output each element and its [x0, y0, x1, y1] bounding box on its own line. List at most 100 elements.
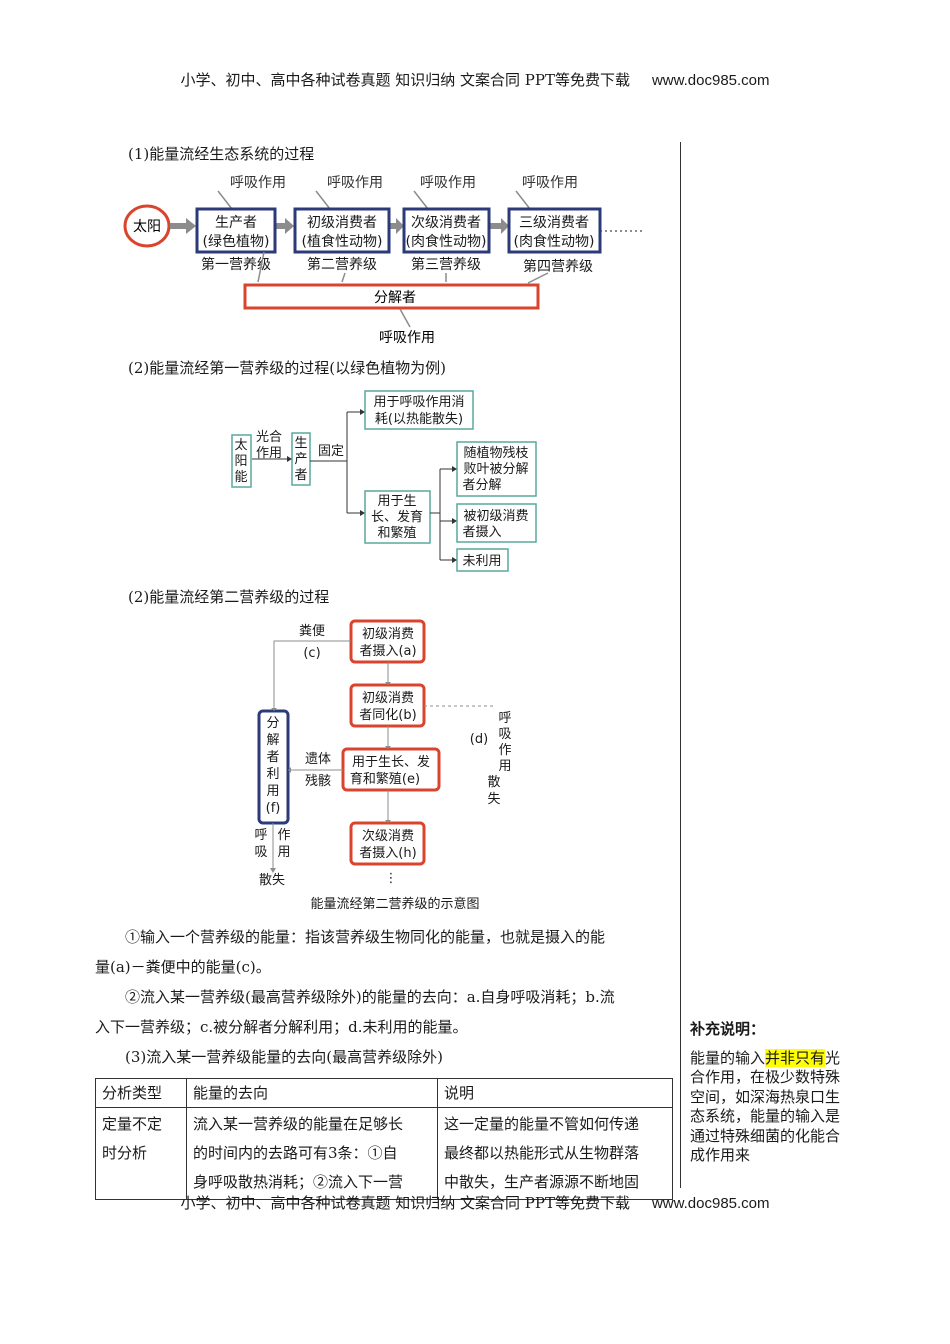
box-producer [195, 207, 277, 254]
litter-1: 随植物残枝 [463, 446, 528, 461]
next-1: 次级消费 [362, 828, 414, 844]
box-secondary-desc: (肉食性动物) [406, 233, 487, 250]
intake-2: 者摄入(a) [359, 644, 416, 659]
resp-arrow-1 [217, 190, 233, 210]
assim-1: 初级消费 [362, 691, 414, 706]
level-2: 第二营养级 [307, 256, 377, 273]
box-producer-name: 生产者 [215, 215, 257, 231]
sun-label: 太阳 [133, 219, 161, 235]
eaten-1: 被初级消费 [463, 509, 528, 524]
diagram-energy-flow: 呼吸作用 呼吸作用 呼吸作用 呼吸作用 太阳 生产者 (绿色植物) 初级消费者 … [123, 175, 645, 346]
resp-arrow-4 [515, 190, 531, 210]
arrow-2-3 [389, 223, 396, 229]
header-text: 小学、初中、高中各种试卷真题 知识归纳 文案合同 PPT等免费下载 [180, 71, 630, 89]
box-eaten-primary [456, 503, 537, 543]
sun-energy-2: 阳 [234, 454, 247, 469]
photo-2: 作用 [256, 446, 282, 461]
next-2: 者摄入(h) [359, 846, 416, 861]
sanshi-1: 散 [487, 775, 500, 790]
note-1-line-2: 量(a)－粪便中的能量(c)。 [95, 958, 271, 976]
footer-text: 小学、初中、高中各种试卷真题 知识归纳 文案合同 PPT等免费下载 [180, 1194, 630, 1212]
box-growth-use [364, 490, 431, 544]
th-note: 说明 [437, 1078, 673, 1108]
notes-block: ①输入一个营养级的能量：指该营养级生物同化的能量，也就是摄入的能 量(a)－粪便… [95, 922, 675, 1072]
box-secondary-name: 次级消费者 [411, 215, 481, 231]
arrow-3-4 [489, 223, 501, 229]
th-type: 分析类型 [95, 1078, 187, 1108]
column-divider [680, 142, 681, 1188]
note-2-line-2: 入下一营养级；c.被分解者分解利用；d.未利用的能量。 [95, 1018, 468, 1036]
box-primary-name: 初级消费者 [307, 214, 377, 231]
resp-v-3: 作 [498, 743, 511, 758]
cell-note: 这一定量的能量不管如何传递 最终都以热能形式从生物群落 中散失，生产者源源不断地… [437, 1107, 673, 1200]
box-tertiary-name: 三级消费者 [519, 215, 589, 231]
page-header: 小学、初中、高中各种试卷真题 知识归纳 文案合同 PPT等免费下载 www.doc… [0, 69, 950, 90]
note-1-line-1: ①输入一个营养级的能量：指该营养级生物同化的能量，也就是摄入的能 [125, 928, 606, 946]
producer-1: 生 [294, 436, 307, 451]
eaten-2: 者摄入 [462, 525, 501, 540]
diagram-caption: 能量流经第二营养级的示意图 [310, 896, 479, 912]
box-sun-energy [231, 434, 252, 488]
diagram-first-level: 太 阳 能 光合 作用 生 产 者 固定 用于呼吸作用消 耗(以热能散失) 用于… [231, 390, 537, 572]
box-secondary-intake [349, 821, 426, 866]
fix-label: 固定 [318, 444, 344, 459]
resp-label-3: 呼吸作用 [420, 175, 476, 191]
d-label: (d) [470, 732, 488, 747]
litter-3: 者分解 [462, 478, 501, 493]
resp-arrow-2 [315, 190, 331, 210]
section-2-title: (2)能量流经第一营养级的过程(以绿色植物为例) [128, 359, 446, 377]
unused-label: 未利用 [462, 554, 501, 569]
footer-url[interactable]: www.doc985.com [651, 1195, 770, 1212]
arrow-1-2 [275, 223, 285, 229]
bottom-resp-1: 呼 [254, 828, 267, 843]
box-tertiary-desc: (肉食性动物) [514, 233, 595, 250]
decomp-3: 者 [266, 750, 279, 765]
decomp-6: (f) [266, 801, 281, 816]
level-4: 第四营养级 [523, 258, 593, 275]
decomposer-resp: 呼吸作用 [379, 330, 435, 346]
resp-label-4: 呼吸作用 [522, 175, 578, 191]
dots: ⋮ [385, 871, 398, 886]
assim-2: 者同化(b) [359, 708, 416, 723]
section-4-title: (3)流入某一营养级能量的去向(最高营养级除外) [125, 1048, 443, 1066]
note-2-line-1: ②流入某一营养级(最高营养级除外)的能量的去向：a.自身呼吸消耗；b.流 [125, 988, 615, 1006]
sun-circle [123, 204, 171, 248]
level-1: 第一营养级 [201, 256, 271, 273]
bottom-zy-1: 作 [277, 828, 290, 843]
diagram-second-level: 初级消费 者摄入(a) 初级消费 者同化(b) 用于生长、发 育和繁殖(e) 次… [254, 619, 512, 912]
photo-1: 光合 [256, 430, 282, 445]
resp-v-4: 用 [498, 759, 511, 774]
page-footer: 小学、初中、高中各种试卷真题 知识归纳 文案合同 PPT等免费下载 www.doc… [0, 1192, 950, 1213]
box-respiration-use [364, 390, 474, 430]
header-url[interactable]: www.doc985.com [651, 72, 770, 89]
producer-3: 者 [294, 468, 307, 483]
growth-2: 育和繁殖(e) [350, 771, 420, 787]
decomp-1: 分 [266, 716, 279, 731]
box-primary-desc: (植食性动物) [302, 233, 383, 250]
energy-destination-table: 分析类型 能量的去向 说明 定量不定 时分析 流入某一营养级的能量在足够长 的时… [95, 1078, 673, 1200]
cell-type: 定量不定 时分析 [95, 1107, 187, 1200]
intake-1: 初级消费 [362, 627, 414, 642]
sun-energy-1: 太 [234, 438, 247, 453]
bottom-zy-2: 用 [277, 845, 290, 860]
box-tertiary-consumer [507, 207, 602, 254]
remains-1: 遗体 [305, 752, 331, 767]
feces-label: 粪便 [299, 624, 325, 639]
th-dest: 能量的去向 [186, 1078, 438, 1108]
resp-use-1: 用于呼吸作用消 [373, 395, 464, 410]
decomp-4: 利 [266, 767, 279, 782]
sidebar-note: 补充说明： 能量的输入并非只有光合作用，在极少数特殊空间，如深海热泉口生态系统，… [690, 1020, 848, 1166]
level-3: 第三营养级 [411, 256, 481, 273]
litter-2: 败叶被分解 [463, 462, 528, 477]
arrow-sun-producer [170, 223, 186, 229]
box-decomposed-litter [456, 441, 537, 497]
sun-energy-3: 能 [234, 470, 247, 485]
growth-1: 用于生长、发 [352, 754, 430, 770]
sidebar-title: 补充说明： [690, 1020, 766, 1038]
feces-c: (c) [303, 646, 320, 661]
sidebar-body: 能量的输入并非只有光合作用，在极少数特殊空间，如深海热泉口生态系统，能量的输入是… [690, 1048, 841, 1164]
table-header-row: 分析类型 能量的去向 说明 [95, 1078, 673, 1108]
resp-label-1: 呼吸作用 [230, 175, 286, 191]
cell-dest: 流入某一营养级的能量在足够长 的时间内的去路可有3条：①自 身呼吸散热消耗；②流… [186, 1107, 438, 1200]
decomp-5: 用 [266, 784, 279, 799]
